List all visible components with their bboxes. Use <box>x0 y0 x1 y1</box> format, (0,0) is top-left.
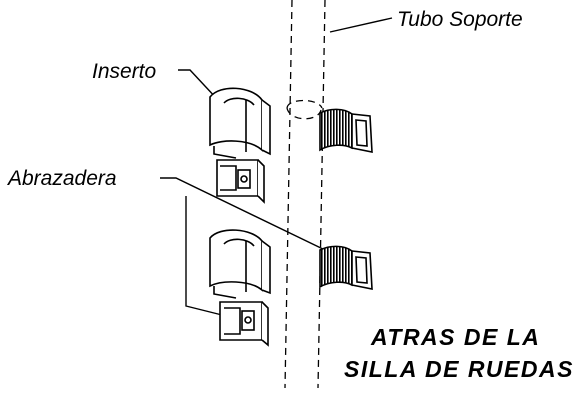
lower-clamp <box>219 301 269 347</box>
lower-insert <box>209 229 271 299</box>
leader-lines <box>160 17 393 316</box>
lower-installed-clamp <box>319 245 373 290</box>
upper-insert <box>209 87 271 159</box>
upper-installed-clamp <box>319 108 373 153</box>
upper-clamp <box>216 159 265 204</box>
support-tube <box>284 0 326 389</box>
label-insert: Inserto <box>92 60 157 83</box>
label-rear-line-2: SILLA DE RUEDAS <box>344 356 574 382</box>
label-support-tube: Tubo Soporte <box>397 8 523 31</box>
label-clamp: Abrazadera <box>8 167 117 190</box>
label-rear-line-1: ATRAS DE LA <box>371 324 541 350</box>
